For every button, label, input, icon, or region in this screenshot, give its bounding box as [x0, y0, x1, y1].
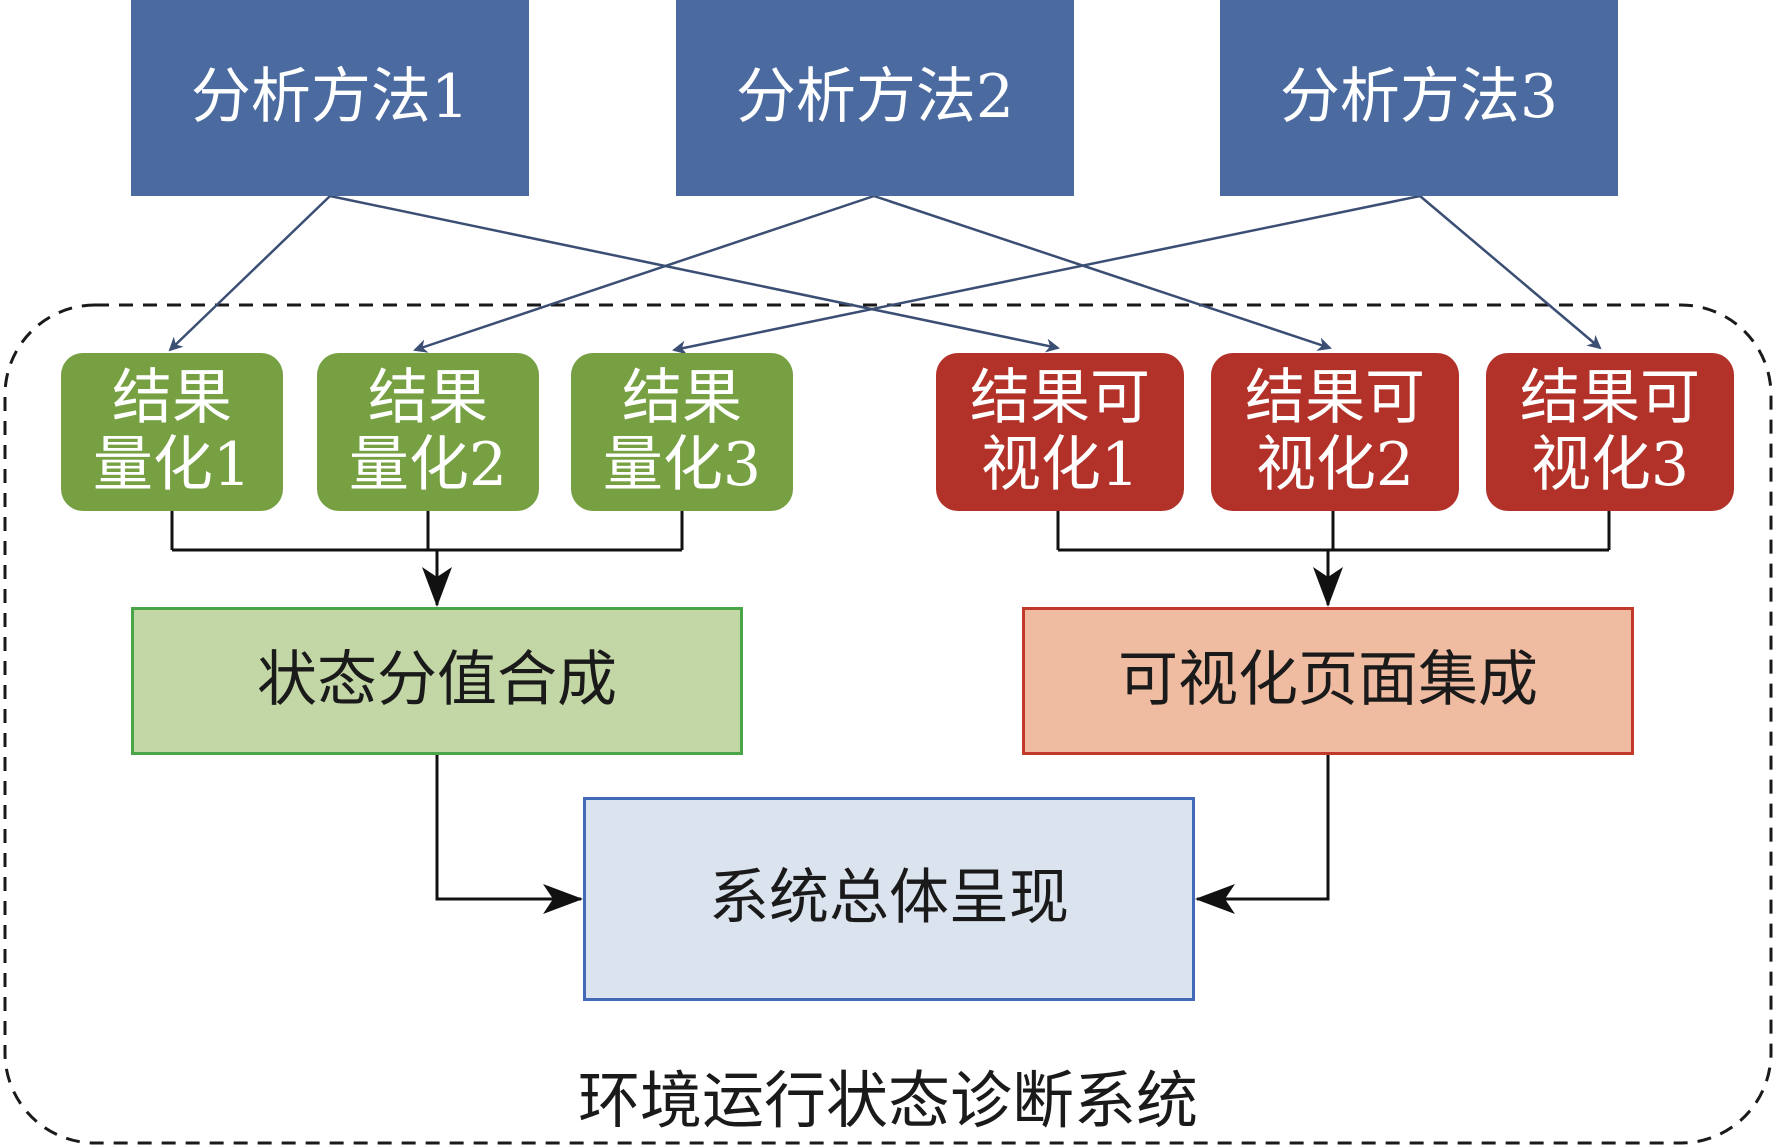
arrow-method3-to-quant3 [672, 194, 1421, 355]
result-visualize-3-line1: 结果可 [1520, 362, 1700, 433]
result-visualize-2-line1: 结果可 [1245, 362, 1425, 433]
vis-to-overall-arrow [1195, 755, 1330, 914]
arrow-method1-to-quant1 [168, 195, 331, 352]
analysis-method-2: 分析方法2 [676, 0, 1074, 196]
analysis-method-1-label: 分析方法1 [190, 62, 470, 133]
quant-to-overall-arrow [435, 755, 583, 914]
result-quantify-3-line1: 结果 [622, 362, 742, 433]
system-label: 环境运行状态诊断系统 [577, 1064, 1198, 1137]
arrow-method3-to-vis3 [1419, 195, 1602, 350]
result-quantify-2-line2: 量化2 [348, 430, 508, 500]
arrow-method1-to-vis1 [329, 194, 1060, 353]
analysis-method-1: 分析方法1 [131, 0, 529, 196]
result-quantify-1-line1: 结果 [112, 362, 232, 433]
state-score-synthesis: 状态分值合成 [131, 607, 743, 755]
result-quantify-1: 结果 量化1 [61, 353, 283, 511]
result-visualize-1-line1: 结果可 [970, 362, 1150, 433]
result-quantify-2: 结果 量化2 [317, 353, 539, 511]
visual-page-integration-label: 可视化页面集成 [1118, 645, 1538, 716]
result-visualize-3-line2: 视化3 [1530, 430, 1690, 500]
result-visualize-1: 结果可 视化1 [936, 353, 1184, 511]
system-overall-presentation: 系统总体呈现 [583, 797, 1195, 1001]
analysis-method-3-label: 分析方法3 [1279, 62, 1559, 133]
result-visualize-1-line2: 视化1 [980, 430, 1140, 500]
arrow-method2-to-vis2 [873, 194, 1332, 351]
result-quantify-3-line2: 量化3 [602, 430, 762, 500]
result-quantify-2-line1: 结果 [368, 362, 488, 433]
result-quantify-3: 结果 量化3 [571, 353, 793, 511]
result-visualize-3: 结果可 视化3 [1486, 353, 1734, 511]
analysis-method-2-label: 分析方法2 [735, 62, 1015, 133]
result-quantify-1-line2: 量化1 [92, 430, 252, 500]
state-score-synthesis-label: 状态分值合成 [257, 645, 617, 716]
analysis-method-3: 分析方法3 [1220, 0, 1618, 196]
visual-page-integration: 可视化页面集成 [1022, 607, 1634, 755]
result-visualize-2-line2: 视化2 [1255, 430, 1415, 500]
result-visualize-2: 结果可 视化2 [1211, 353, 1459, 511]
system-overall-presentation-label: 系统总体呈现 [709, 863, 1069, 934]
arrow-method2-to-quant2 [413, 194, 875, 353]
